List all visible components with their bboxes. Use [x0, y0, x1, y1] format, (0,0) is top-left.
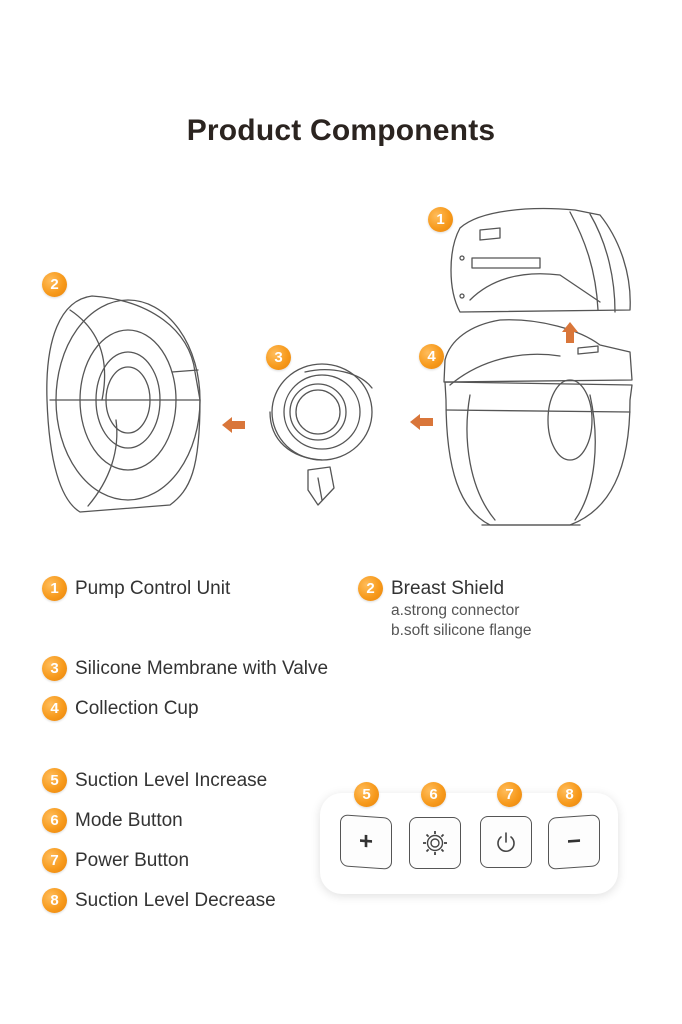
- legend-label-6: Mode Button: [75, 810, 183, 831]
- callout-5-badge: 5: [354, 782, 379, 807]
- legend-badge-1: 1: [42, 576, 67, 601]
- arrow-up: [562, 322, 578, 343]
- legend-badge-5: 5: [42, 768, 67, 793]
- flower-icon: [423, 831, 447, 855]
- legend-label-2: Breast Shield: [391, 578, 505, 599]
- legend-label-7: Power Button: [75, 850, 190, 871]
- mode-button[interactable]: [409, 817, 461, 869]
- arrow-left-1: [222, 417, 245, 433]
- legend-item-5: 5 Suction Level Increase: [42, 768, 267, 793]
- legend-badge-2: 2: [358, 576, 383, 601]
- legend-label-3: Silicone Membrane with Valve: [75, 658, 329, 679]
- callout-8-badge: 8: [557, 782, 582, 807]
- collection-cup-drawing: [443, 319, 633, 526]
- legend-item-6: 6 Mode Button: [42, 808, 183, 833]
- suction-decrease-button[interactable]: −: [548, 814, 600, 870]
- legend-item-8: 8 Suction Level Decrease: [42, 888, 276, 913]
- legend-item-3: 3 Silicone Membrane with Valve: [42, 656, 328, 681]
- legend-badge-7: 7: [42, 848, 67, 873]
- breast-shield-drawing: [46, 295, 201, 513]
- legend-badge-6: 6: [42, 808, 67, 833]
- legend-label-5: Suction Level Increase: [75, 770, 268, 791]
- suction-increase-button[interactable]: +: [340, 814, 392, 870]
- callout-4-badge: 4: [419, 344, 444, 369]
- legend-badge-3: 3: [42, 656, 67, 681]
- callout-6-badge: 6: [421, 782, 446, 807]
- pump-control-unit-drawing: [450, 207, 631, 313]
- legend-item-1: 1 Pump Control Unit: [42, 576, 230, 601]
- components-illustration: [46, 207, 633, 526]
- page-title: Product Components: [186, 114, 496, 147]
- legend-item-7: 7 Power Button: [42, 848, 189, 873]
- plus-icon: +: [358, 827, 373, 856]
- legend-sub-2b: b.soft silicone flange: [391, 622, 532, 639]
- legend-badge-4: 4: [42, 696, 67, 721]
- minus-icon: −: [566, 827, 581, 856]
- power-button[interactable]: [480, 816, 532, 868]
- callout-2-badge: 2: [42, 272, 67, 297]
- membrane-drawing: [269, 363, 373, 506]
- legend-item-4: 4 Collection Cup: [42, 696, 199, 721]
- legend-label-8: Suction Level Decrease: [75, 890, 276, 911]
- callout-1-badge: 1: [428, 207, 453, 232]
- legend-item-2: 2 Breast Shield a.strong connector b.sof…: [358, 576, 531, 641]
- callout-3-badge: 3: [266, 345, 291, 370]
- legend-badge-8: 8: [42, 888, 67, 913]
- legend-label-1: Pump Control Unit: [75, 578, 231, 599]
- power-icon: [497, 832, 515, 852]
- legend-sub-2a: a.strong connector: [391, 602, 520, 619]
- callout-7-badge: 7: [497, 782, 522, 807]
- legend-label-4: Collection Cup: [75, 698, 199, 719]
- arrow-left-2: [410, 414, 433, 430]
